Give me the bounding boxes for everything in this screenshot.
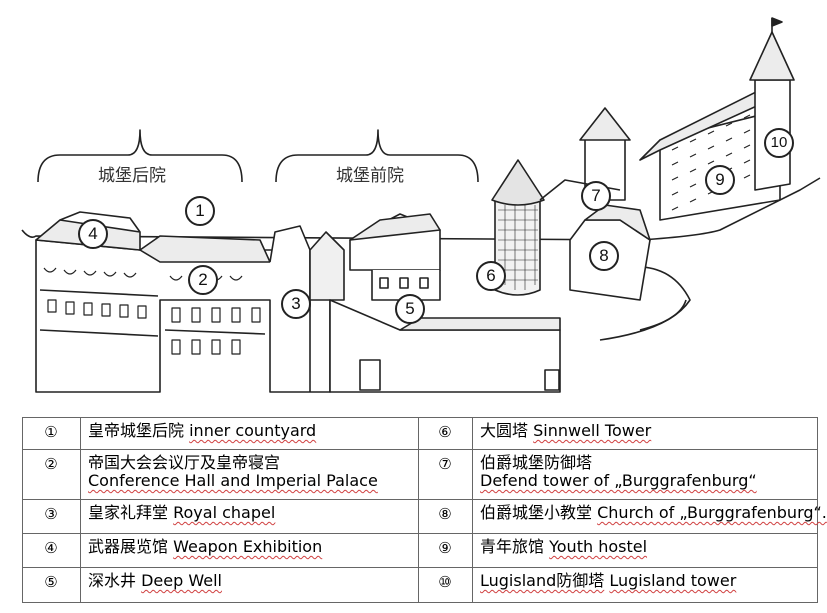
marker-7: 7 [581, 181, 611, 211]
row-sep-3 [22, 533, 818, 534]
marker-5: 5 [395, 294, 425, 324]
marker-2: 2 [188, 265, 218, 295]
legend-cn-5: 深水井 [88, 571, 137, 590]
legend-cn-7: 伯爵城堡防御塔 [480, 453, 593, 472]
legend-cn-4: 武器展览馆 [88, 537, 169, 556]
legend-item-5: 深水井 Deep Well [80, 567, 426, 608]
legend-en-7: Defend tower of „Burggrafenburg“ [480, 471, 757, 490]
castle-illustration [21, 17, 821, 393]
legend-num-2: ② [44, 455, 58, 473]
marker-3: 3 [281, 289, 311, 319]
row-sep-1 [22, 449, 818, 450]
legend-num-6: ⑥ [438, 423, 452, 441]
legend-num-5: ⑤ [44, 573, 58, 591]
legend-border [22, 417, 818, 603]
legend-en-1: inner countyard [189, 421, 317, 440]
legend-num-3: ③ [44, 505, 58, 523]
legend-item-9: 青年旅馆 Youth hostel [472, 533, 826, 572]
legend-num-8: ⑧ [438, 505, 452, 523]
legend-cn-10: Lugisland防御塔 [480, 571, 605, 590]
legend-cn-9: 青年旅馆 [480, 537, 545, 556]
legend-item-1: 皇帝城堡后院 inner countyard [80, 417, 426, 454]
legend-en-10: Lugisland tower [609, 571, 737, 590]
legend-num-1: ① [44, 423, 58, 441]
legend-num-7: ⑦ [438, 455, 452, 473]
marker-4: 4 [78, 219, 108, 249]
legend-item-6: 大圆塔 Sinnwell Tower [472, 417, 826, 454]
legend-cn-1: 皇帝城堡后院 [88, 421, 185, 440]
legend-en-5: Deep Well [141, 571, 222, 590]
row-sep-2 [22, 499, 818, 500]
rear-courtyard-label: 城堡后院 [98, 166, 166, 186]
legend-num-9: ⑨ [438, 539, 452, 557]
front-courtyard-label: 城堡前院 [336, 166, 404, 186]
legend-cn-8: 伯爵城堡小教堂 [480, 503, 593, 522]
legend-cn-6: 大圆塔 [480, 421, 529, 440]
col-sep-1 [80, 417, 81, 603]
legend-en-2: Conference Hall and Imperial Palace [88, 471, 378, 490]
legend-cn-3: 皇家礼拜堂 [88, 503, 169, 522]
legend-num-4: ④ [44, 539, 58, 557]
legend-num-10: ⑩ [438, 573, 452, 591]
legend-table: ① 皇帝城堡后院 inner countyard ⑥ 大圆塔 Sinnwell … [22, 417, 827, 603]
legend-en-9: Youth hostel [549, 537, 648, 556]
col-sep-3 [472, 417, 473, 603]
legend-en-8: Church of „Burggrafenburg“. [597, 503, 827, 522]
legend-en-3: Royal chapel [173, 503, 276, 522]
col-sep-2 [418, 417, 419, 603]
legend-en-4: Weapon Exhibition [173, 537, 323, 556]
legend-item-8: 伯爵城堡小教堂 Church of „Burggrafenburg“. [472, 499, 827, 538]
front-brace [275, 129, 479, 183]
legend-cn-2: 帝国大会会议厅及皇帝寝宫 [88, 453, 281, 472]
legend-item-7: 伯爵城堡防御塔 Defend tower of „Burggrafenburg“ [472, 449, 826, 504]
row-sep-4 [22, 567, 818, 568]
legend-item-3: 皇家礼拜堂 Royal chapel [80, 499, 426, 538]
rear-brace [37, 129, 243, 183]
marker-6: 6 [476, 261, 506, 291]
legend-item-4: 武器展览馆 Weapon Exhibition [80, 533, 426, 572]
marker-9: 9 [705, 165, 735, 195]
marker-10: 10 [764, 128, 794, 158]
legend-item-2: 帝国大会会议厅及皇帝寝宫 Conference Hall and Imperia… [80, 449, 426, 504]
legend-en-6: Sinnwell Tower [533, 421, 652, 440]
legend-item-10: Lugisland防御塔 Lugisland tower [472, 567, 826, 608]
marker-8: 8 [589, 241, 619, 271]
marker-1: 1 [185, 196, 215, 226]
